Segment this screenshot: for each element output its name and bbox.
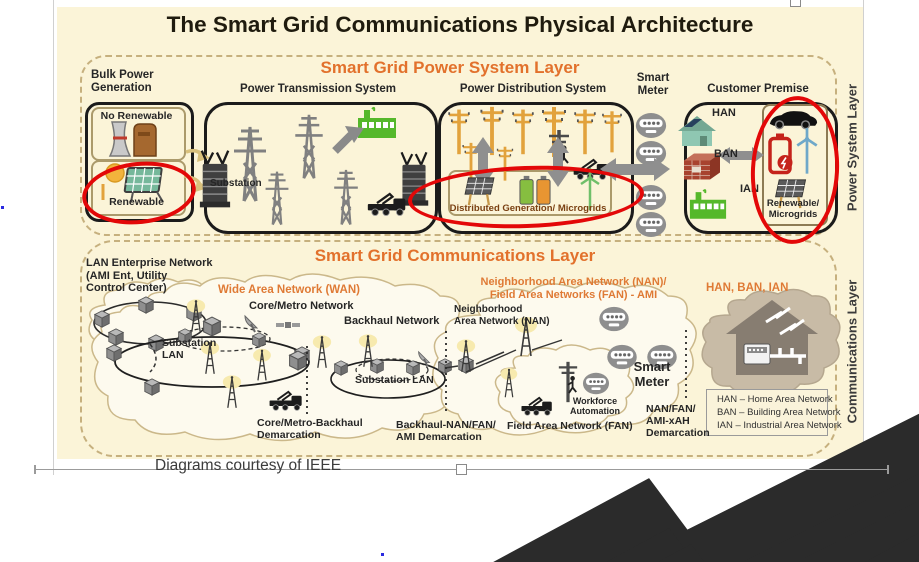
demarcation-lines <box>306 330 687 415</box>
backhaul-ring <box>289 333 919 562</box>
distributed-generation-label: Distributed Generation/ Microgrids <box>449 203 607 214</box>
backhaul-nan-link <box>444 351 505 369</box>
demarc-core-backhaul-label: Core/Metro-Backhaul Demarcation <box>257 417 363 442</box>
selection-handle-top[interactable] <box>790 0 801 7</box>
no-renewable-label: No Renewable <box>100 110 173 122</box>
selection-end-left[interactable] <box>34 465 36 474</box>
router-icon <box>252 332 266 348</box>
selection-end-right[interactable] <box>887 465 889 474</box>
wan-label: Wide Area Network (WAN) <box>218 284 360 296</box>
transmission-tower-icon <box>264 170 290 226</box>
core-metro-ring <box>106 314 919 562</box>
legend-ian: IAN – Industrial Area Network <box>717 419 842 431</box>
distribution-icons <box>447 104 623 212</box>
transmission-tower-icon <box>232 125 268 203</box>
demarc-nan-xah-label: NAN/FAN/ AMI-xAH Demarcation <box>646 403 710 440</box>
renewable-microgrids-label: Renewable/ Microgrids <box>766 198 820 220</box>
utility-pole-icon <box>511 107 535 156</box>
core-router-icon <box>203 316 221 337</box>
slide-title: The Smart Grid Communications Physical A… <box>166 12 754 37</box>
smart-meter-label: Smart Meter <box>636 72 670 98</box>
distributed-generation-box <box>448 170 612 216</box>
comms-side-label: Communications Layer <box>844 279 860 424</box>
leftright-arrow <box>600 158 670 181</box>
canvas-guide-left <box>53 0 54 475</box>
industrial-factory-icon <box>688 189 728 220</box>
router-icon <box>106 344 122 362</box>
smart-meter-column <box>600 113 670 237</box>
han-label: HAN <box>712 107 736 119</box>
crane-truck-icon <box>366 192 407 216</box>
nan-links <box>465 339 563 373</box>
nan-label: Neighborhood Area Network (NAN) <box>454 304 550 327</box>
distribution-label: Power Distribution System <box>459 83 607 95</box>
nan-fan-icons <box>304 0 919 562</box>
router-icon <box>334 360 348 376</box>
customer-premise-icons <box>678 110 819 220</box>
substation-lan-left-label: Substation LAN <box>162 337 217 362</box>
smart-meter-icon <box>582 372 610 395</box>
core-metro-label: Core/Metro Network <box>249 300 354 312</box>
smart-meter-icon <box>635 141 667 166</box>
power-side-label: Power System Layer <box>844 83 860 212</box>
leftright-arrow-small <box>718 147 764 164</box>
selection-handle-mid[interactable] <box>456 464 467 475</box>
workforce-automation-label: Workforce Automation <box>570 396 620 417</box>
demarc-backhaul-nan-label: Backhaul-NAN/FAN/ AMI Demarcation <box>396 419 496 444</box>
ban-label: BAN <box>714 148 738 160</box>
renewable-microgrids-box <box>762 104 828 226</box>
substation-lan-mid-label: Substation LAN <box>355 374 434 386</box>
stray-mark-bottom <box>381 553 384 556</box>
nan-fan-header-label: Neighborhood Area Network (NAN)/ Field A… <box>480 276 667 301</box>
transmission-label: Power Transmission System <box>240 83 396 95</box>
caption-textbox[interactable]: Diagrams courtesy of IEEE <box>155 457 342 474</box>
home-network-icon <box>726 300 818 375</box>
power-layer-header: Smart Grid Power System Layer <box>320 58 580 77</box>
bulk-power-box <box>85 102 194 222</box>
router-icon <box>458 356 474 374</box>
smart-meter-icon <box>599 306 629 332</box>
canvas-guide-right <box>863 0 864 475</box>
router-icon <box>138 296 154 314</box>
smart-meter-comms-label: Smart Meter <box>633 359 671 389</box>
router-icon <box>438 358 452 374</box>
utility-pole-icon <box>601 109 623 154</box>
renewable-box <box>91 160 186 216</box>
backhaul-label: Backhaul Network <box>344 315 440 327</box>
router-icon <box>108 328 124 346</box>
transmission-tower-icon <box>332 168 360 226</box>
arrow-to-factory <box>332 126 364 154</box>
han-ban-ian-label: HAN, BAN, IAN <box>706 282 789 294</box>
legend-ban: BAN – Building Area Network <box>717 406 841 418</box>
router-icon <box>144 378 160 396</box>
cooling-tower-icon <box>108 120 158 158</box>
updown-arrow <box>547 137 569 187</box>
bulk-power-label: Bulk Power Generation <box>91 69 154 95</box>
comms-layer-header: Smart Grid Communications Layer <box>314 246 596 265</box>
legend-han: HAN – Home Area Network <box>717 394 833 405</box>
stray-mark-left <box>1 206 4 209</box>
fan-label: Field Area Network (FAN) <box>507 420 633 432</box>
cloud-icon <box>91 273 469 442</box>
transmission-tower-icon <box>293 113 325 180</box>
substation-label: Substation <box>210 178 262 189</box>
customer-premise-label: Customer Premise <box>707 83 809 95</box>
transmission-icons <box>198 106 430 226</box>
ian-label: IAN <box>740 183 759 195</box>
factory-icon <box>357 106 397 139</box>
lan-wan-link <box>149 343 157 373</box>
network-legend: HAN – Home Area Network BAN – Building A… <box>706 389 842 436</box>
utility-pole-icon <box>573 107 597 156</box>
lan-enterprise-label: LAN Enterprise Network (AMI Ent, Utility… <box>86 257 213 295</box>
router-icon <box>94 310 110 328</box>
smart-meter-icon <box>635 212 667 237</box>
renewable-label: Renewable <box>109 196 164 208</box>
router-icon <box>289 350 307 371</box>
smart-meter-icon <box>635 113 667 138</box>
solar-house-icon <box>678 116 716 146</box>
